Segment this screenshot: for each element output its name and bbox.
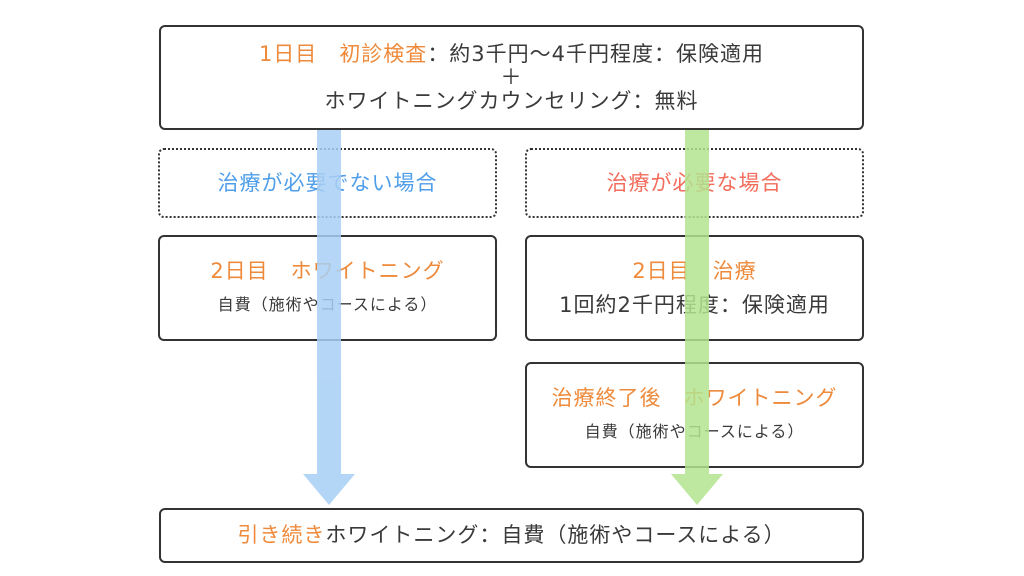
first-visit-box: 1日目初診検査：約3千円～4千円程度：保険適用 ＋ ホワイトニングカウンセリング… <box>159 25 864 130</box>
continued-whitening-box: 引き続きホワイトニング：自費（施術やコースによる） <box>159 508 864 563</box>
green-flow-arrow <box>671 130 723 505</box>
first-visit-line: 1日目初診検査：約3千円～4千円程度：保険適用 <box>259 41 764 67</box>
initial-exam-label: 初診検査 <box>339 41 428 66</box>
continued-text: ホワイトニング：自費（施術やコースによる） <box>325 523 786 548</box>
plus-sign: ＋ <box>500 65 523 89</box>
continued-prefix: 引き続き <box>237 523 326 548</box>
initial-exam-cost: ：約3千円～4千円程度：保険適用 <box>427 41 765 66</box>
blue-flow-arrow <box>303 130 355 505</box>
counseling-line: ホワイトニングカウンセリング：無料 <box>324 89 699 113</box>
continued-whitening-line: 引き続きホワイトニング：自費（施術やコースによる） <box>237 522 785 548</box>
day1-label: 1日目 <box>258 41 318 66</box>
